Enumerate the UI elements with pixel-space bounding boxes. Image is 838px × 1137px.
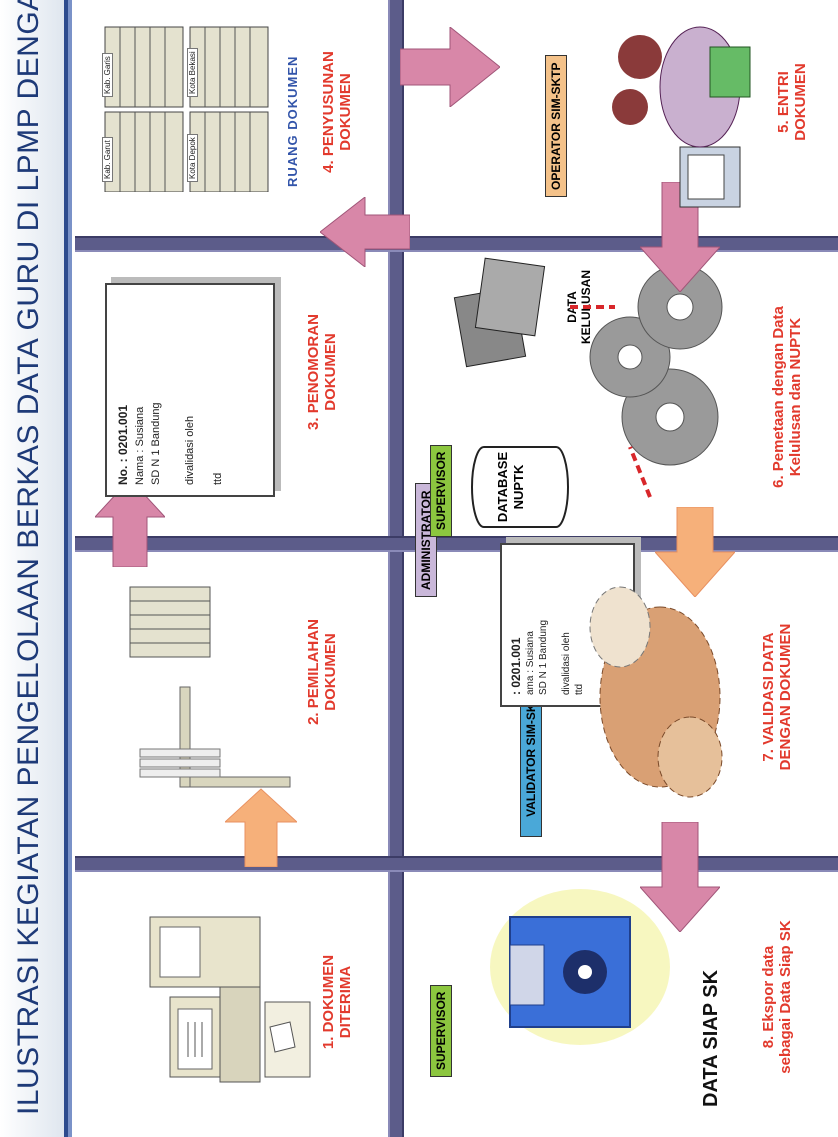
- doc-name: Nama : Susiana: [134, 406, 146, 485]
- vertical-grid-line-1: [75, 856, 838, 872]
- doc-signature: ttd: [212, 472, 224, 485]
- step-1-label: 1. DOKUMEN DITERIMA: [320, 954, 354, 1050]
- title-bar: ILUSTRASI KEGIATAN PENGELOLAAN BERKAS DA…: [0, 0, 68, 1137]
- doc-school: SD N 1 Bandung: [150, 402, 162, 485]
- arrow-orange-right-1: [225, 788, 297, 867]
- arrow-pink-up-3: [320, 197, 410, 267]
- arrow-pink-down-4: [400, 27, 500, 107]
- computer-terminals-illustration: [149, 916, 311, 1083]
- operator-label: OPERATOR SIM-SKTP: [545, 55, 567, 197]
- document-sorting-illustration: [129, 586, 291, 788]
- database-nuptk-label: DATABASE NUPTK: [495, 451, 526, 523]
- horizontal-grid-line: [388, 0, 404, 1137]
- shelf-label-3: Kab. Garis: [102, 53, 113, 97]
- supervisor-label-top: SUPERVISOR: [430, 444, 452, 537]
- operators-at-computers-illustration: [612, 26, 751, 208]
- arrow-pink-left-7: [640, 822, 720, 932]
- exam-papers-illustration: [453, 257, 546, 368]
- step-6-label: 6. Pemetaan dengan Data Kelulusan dan NU…: [770, 306, 804, 488]
- validator-doc-number: : 0201.001: [509, 637, 523, 695]
- arrow-pink-right-2: [95, 478, 165, 567]
- validator-person-illustration: [589, 586, 723, 798]
- document-shelves-illustration: [104, 26, 269, 192]
- doc-number: No. : 0201.001: [116, 404, 130, 485]
- gears-illustration: [570, 264, 723, 498]
- step-2-label: 2. PEMILAHAN DOKUMEN: [305, 619, 339, 725]
- validator-doc-school: SD N 1 Bandung: [538, 619, 549, 695]
- shelf-label-2: Kota Depok: [187, 134, 198, 182]
- shelf-label-1: Kab. Garut: [102, 137, 113, 182]
- numbered-document-card: No. : 0201.001 Nama : Susiana SD N 1 Ban…: [105, 283, 275, 497]
- step-3-label: 3. PENOMORAN DOKUMEN: [305, 314, 339, 430]
- validator-doc-validated-by: divalidasi oleh: [561, 632, 572, 695]
- data-siap-sk-label: DATA SIAP SK: [700, 969, 722, 1107]
- step-4-label: 4. PENYUSUNAN DOKUMEN: [320, 51, 354, 173]
- arrow-orange-left-6: [655, 507, 735, 597]
- doc-validated-by: divalidasi oleh: [184, 415, 196, 485]
- floppy-disk-illustration: [490, 889, 670, 1045]
- step-8-label: 8. Ekspor data sebagai Data Siap SK: [760, 920, 794, 1074]
- supervisor-label-bottom: SUPERVISOR: [430, 984, 452, 1077]
- document-room-label: RUANG DOKUMEN: [285, 55, 300, 187]
- shelf-label-4: Kota Bekasi: [187, 48, 198, 97]
- step-5-label: 5. ENTRI DOKUMEN: [775, 63, 809, 141]
- validator-doc-name: ama : Susiana: [525, 631, 536, 695]
- diagram-title: ILUSTRASI KEGIATAN PENGELOLAAN BERKAS DA…: [12, 0, 45, 1115]
- step-7-label: 7. VALIDASI DATA DENGAN DOKUMEN: [760, 623, 794, 771]
- database-cylinder-icon: [471, 446, 569, 528]
